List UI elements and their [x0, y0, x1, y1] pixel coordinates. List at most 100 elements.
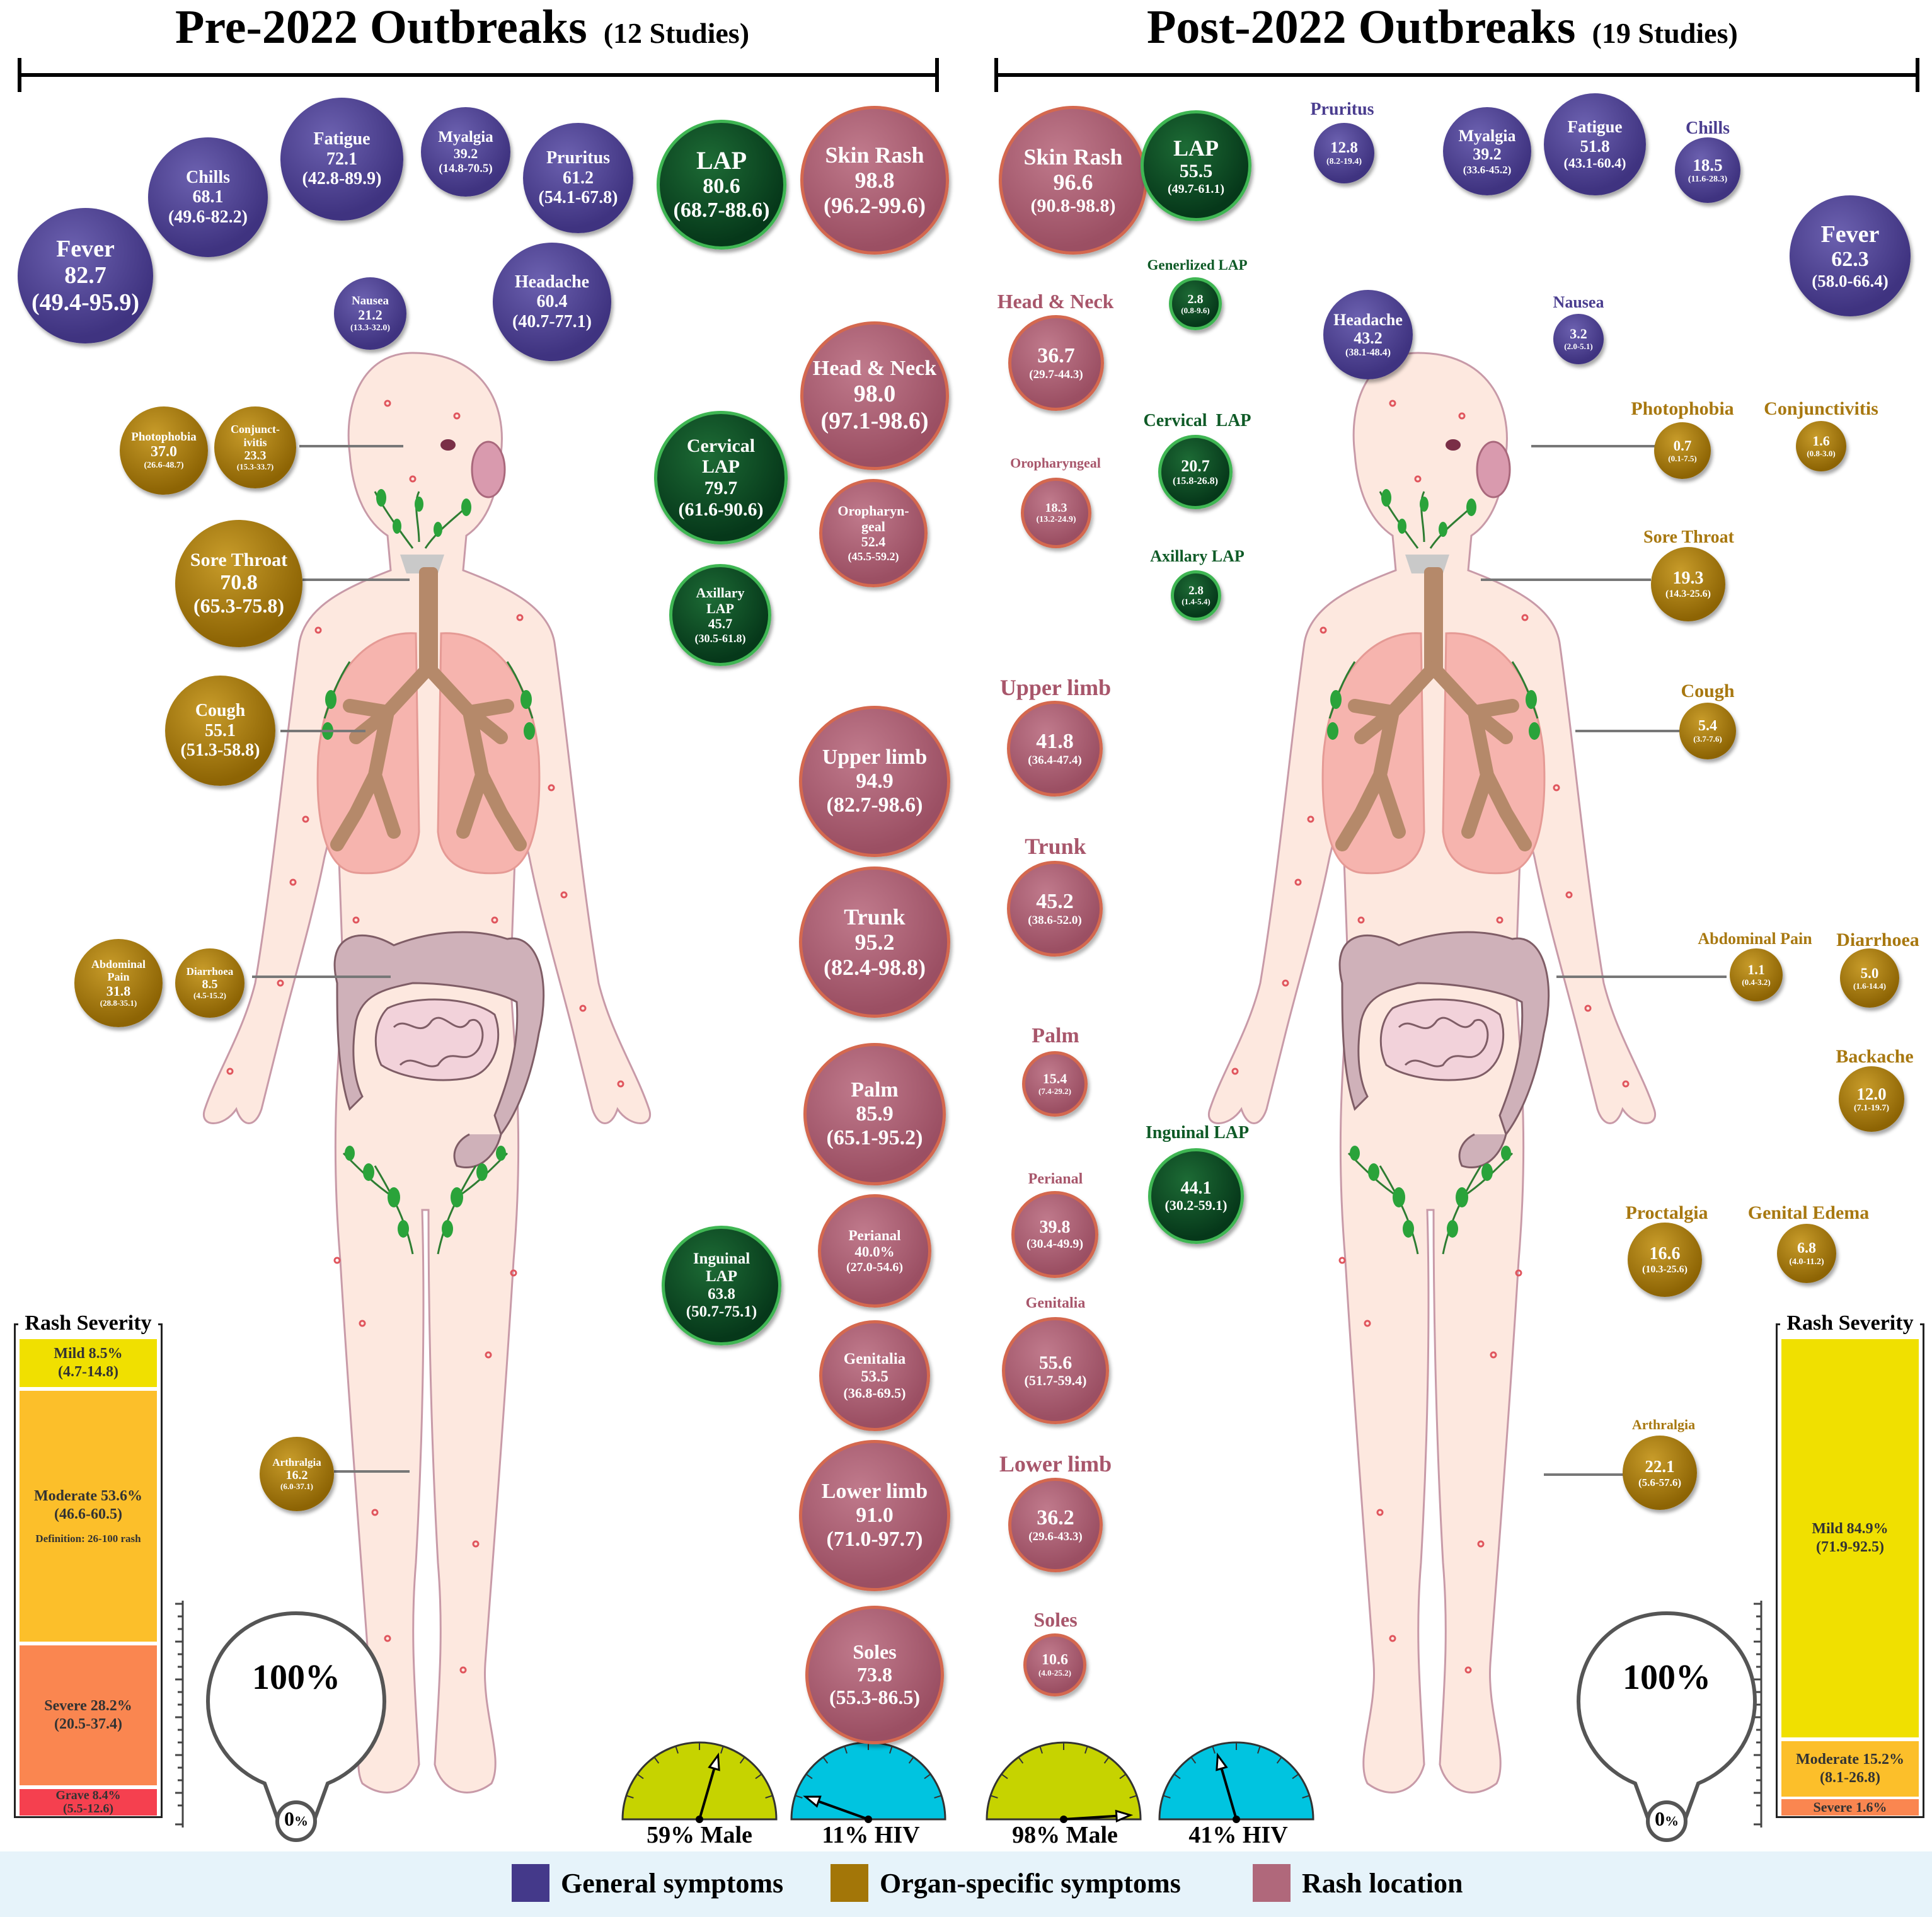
post-lap-ci: (49.7-61.1) — [1168, 181, 1224, 196]
pre-male-gauge-hub — [696, 1816, 703, 1823]
post-severity-moderate-label: Moderate 15.2% — [1796, 1751, 1904, 1768]
post-inguinal-lap-bubble: 44.1 (30.2-59.1) — [1148, 1148, 1244, 1244]
post-nausea-value: 3.2 — [1570, 326, 1587, 342]
post-perianal-label: Perianal — [1028, 1171, 1083, 1187]
post-severity-moderate-ci: (8.1-26.8) — [1820, 1770, 1880, 1786]
pre-lap-name: LAP — [696, 146, 747, 175]
pre-oropharyngeal-bubble: Oropharyn- geal 52.4 (45.5-59.2) — [819, 479, 928, 587]
pre-abdominal-pain-name2: Pain — [107, 970, 130, 984]
pre-soles-value: 73.8 — [857, 1663, 892, 1686]
post-nausea-ci: (2.0-5.1) — [1564, 342, 1593, 352]
post-headache-ci: (38.1-48.4) — [1345, 347, 1391, 359]
pre-diarrhoea-value: 8.5 — [202, 977, 218, 992]
pre-inguinal-lap-name1: Inguinal — [693, 1250, 750, 1267]
post-head-neck-bubble: 36.7 (29.7-44.3) — [1008, 315, 1104, 411]
post-cough-label: Cough — [1681, 681, 1735, 701]
post-upper-limb-ci: (36.4-47.4) — [1028, 754, 1082, 768]
post-upper-limb-bubble: 41.8 (36.4-47.4) — [1007, 701, 1103, 797]
pre-male-label: 59% Male — [647, 1822, 752, 1848]
pre-cervical-lap-name2: LAP — [702, 456, 740, 478]
post-hiv-gauge-needle-head — [1216, 1752, 1228, 1771]
pre-axillary-lap-value: 45.7 — [708, 616, 733, 632]
post-inguinal-lap-ci: (30.2-59.1) — [1164, 1197, 1228, 1214]
pre-severity-severe-label: Severe 28.2% — [44, 1698, 132, 1715]
legend-general-swatch — [512, 1864, 549, 1902]
post-soles-label: Soles — [1033, 1608, 1078, 1631]
pre-conjunctivitis-ci: (15.3-33.7) — [236, 462, 274, 472]
post-oropharyngeal-value: 18.3 — [1045, 500, 1067, 515]
post-hiv-gauge — [1158, 1741, 1314, 1823]
post-diarrhoea-value: 5.0 — [1860, 965, 1879, 981]
pre-chills-value: 68.1 — [192, 187, 224, 207]
post-photophobia-ci: (0.1-7.5) — [1668, 453, 1697, 463]
pre-abdominal-pain-value: 31.8 — [106, 982, 131, 999]
pre-hiv-gauge-needle-head — [803, 1795, 822, 1808]
pre-upper-limb-name: Upper limb — [822, 745, 928, 769]
post-male-gauge — [986, 1741, 1142, 1823]
pre-scale-bottom-unit: % — [294, 1813, 308, 1829]
post-male-gauge-tick — [1084, 1746, 1088, 1754]
post-header-bar — [994, 58, 1919, 92]
post-severity-mild-ci: (71.9-92.5) — [1816, 1539, 1884, 1555]
pre-conjunctivitis-bubble: Conjunct- ivitis 23.3 (15.3-33.7) — [214, 406, 296, 488]
pre-magnifier-scale-icon — [205, 1611, 387, 1842]
post-hiv-gauge-tick — [1302, 1795, 1310, 1799]
post-trunk-value: 45.2 — [1036, 890, 1074, 914]
pre-arthralgia-bubble: Arthralgia 16.2 (6.0-37.1) — [260, 1437, 334, 1511]
pre-inguinal-lap-name2: LAP — [706, 1268, 737, 1285]
post-arthralgia-label: Arthralgia — [1631, 1417, 1696, 1432]
pre-myalgia-name: Myalgia — [438, 129, 493, 146]
pre-skin-rash-ci: (96.2-99.6) — [824, 193, 926, 219]
pre-abdominal-pain-bubble: Abdominal Pain 31.8 (28.8-35.1) — [74, 939, 163, 1027]
post-abdominal-pain-ci: (0.4-3.2) — [1742, 977, 1771, 987]
pre-male-gauge-arc — [621, 1741, 778, 1821]
pre-conjunctivitis-name1: Conjunct- — [230, 423, 280, 436]
pre-severity-severe-ci: (20.5-37.4) — [54, 1716, 122, 1732]
post-headache-value: 43.2 — [1354, 329, 1383, 348]
pre-diarrhoea-name: Diarrhoea — [186, 965, 234, 978]
post-genital-edema-bubble: 6.8 (4.0-11.2) — [1777, 1224, 1836, 1283]
pre-male-gauge — [621, 1741, 778, 1823]
pre-genitalia-value: 53.5 — [861, 1367, 888, 1385]
post-perianal-value: 39.8 — [1039, 1218, 1071, 1238]
pre-severity-severe: Severe 28.2% (20.5-37.4) — [20, 1645, 157, 1785]
post-male-label: 98% Male — [1012, 1822, 1118, 1848]
post-head-neck-value: 36.7 — [1037, 344, 1075, 368]
pre-male-gauge-tick — [675, 1746, 679, 1754]
pre-male-gauge-tick — [765, 1795, 773, 1799]
pre-fatigue-bubble: Fatigue 72.1 (42.8-89.9) — [280, 98, 403, 221]
post-sore-throat-ci: (14.3-25.6) — [1665, 588, 1711, 599]
post-palm-ci: (7.4-29.2) — [1038, 1086, 1071, 1097]
post-pruritus-ci: (8.2-19.4) — [1326, 157, 1362, 167]
pre-male-gauge-tick — [755, 1773, 762, 1780]
post-conjunctivitis-value: 1.6 — [1812, 433, 1830, 449]
pre-head-neck-name: Head & Neck — [812, 357, 937, 381]
pre-cervical-lap-bubble: Cervical LAP 79.7 (61.6-90.6) — [654, 411, 788, 544]
pre-severity-moderate: Moderate 53.6% (46.6-60.5) Definition: 2… — [20, 1391, 157, 1642]
post-headache-bubble: Headache 43.2 (38.1-48.4) — [1323, 290, 1413, 379]
pre-perianal-value: 40.0% — [854, 1243, 895, 1260]
gauges — [621, 1741, 1314, 1823]
pre-conjunctivitis-value: 23.3 — [244, 448, 267, 463]
pre-severity-moderate-label: Moderate 53.6% — [34, 1488, 142, 1504]
post-hiv-gauge-tick — [1212, 1746, 1216, 1754]
pre-fever-bubble: Fever 82.7 (49.4-95.9) — [18, 208, 153, 343]
pre-sore-throat-bubble: Sore Throat 70.8 (65.3-75.8) — [175, 520, 302, 647]
post-fever-name: Fever — [1820, 221, 1880, 248]
post-proctalgia-value: 16.6 — [1649, 1244, 1681, 1264]
pre-pruritus-name: Pruritus — [546, 148, 611, 168]
pre-palm-ci: (65.1-95.2) — [826, 1126, 923, 1150]
post-fatigue-ci: (43.1-60.4) — [1563, 154, 1626, 171]
pre-cervical-lap-name1: Cervical — [686, 435, 756, 456]
pre-arthralgia-name: Arthralgia — [272, 1456, 321, 1469]
post-nausea-label: Nausea — [1553, 293, 1604, 311]
post-generalized-lap-bubble: 2.8 (0.8-9.6) — [1169, 277, 1222, 330]
pre-inguinal-lap-value: 63.8 — [708, 1286, 735, 1303]
pre-hiv-gauge-tick — [908, 1756, 914, 1764]
pre-header-bar — [18, 58, 939, 92]
pre-myalgia-value: 39.2 — [453, 146, 478, 162]
pre-severity-grave: Grave 8.4% (5.5-12.6) — [20, 1789, 157, 1816]
post-headache-name: Headache — [1333, 310, 1403, 329]
pre-lap-value: 80.6 — [703, 175, 740, 199]
pre-cervical-lap-value: 79.7 — [704, 478, 738, 498]
